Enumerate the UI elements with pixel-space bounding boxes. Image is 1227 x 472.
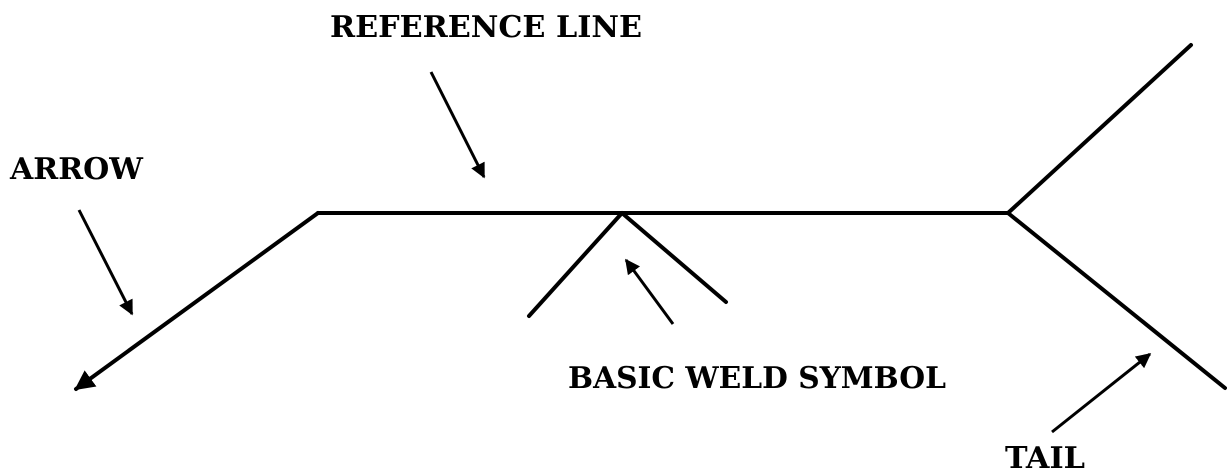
tail-lower-line xyxy=(1006,211,1227,390)
tail-label: TAIL xyxy=(1005,441,1085,472)
weld-symbol-pointer-arrow xyxy=(624,258,675,325)
reference-line-label: REFERENCE LINE xyxy=(330,10,642,45)
v-groove-weld-symbol xyxy=(527,211,728,318)
arrow-pointer-arrow xyxy=(77,209,134,316)
tail-pointer-arrow xyxy=(1051,352,1152,434)
arrow-label: ARROW xyxy=(9,152,144,187)
reference-line-pointer-arrow xyxy=(429,71,486,179)
arrow-line xyxy=(74,211,320,391)
tail-upper-line xyxy=(1006,43,1193,215)
basic-weld-symbol-label: BASIC WELD SYMBOL xyxy=(568,361,946,396)
